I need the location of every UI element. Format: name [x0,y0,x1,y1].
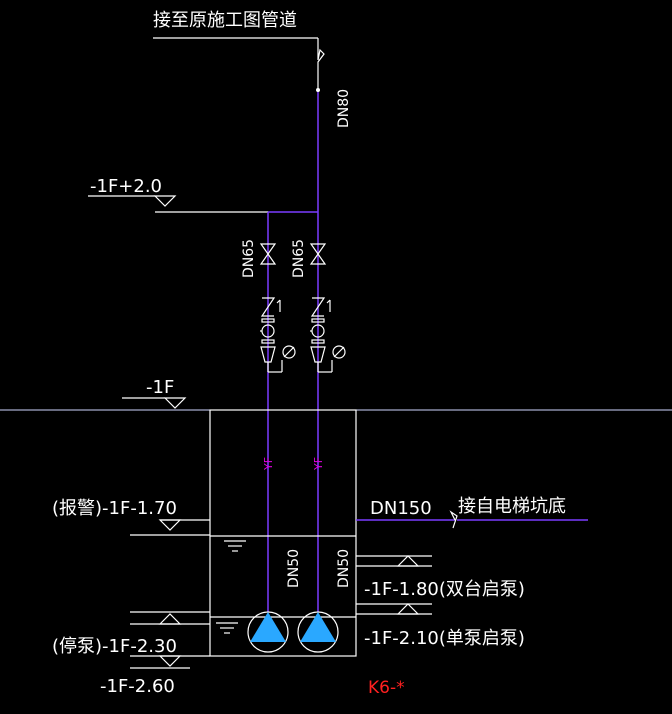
left-pump-pipe-label: DN50 [286,549,302,588]
vf-label-left: YF [262,457,275,471]
level-marker-plus2: -1F+2.0 [88,176,268,213]
level-label-one-pump: -1F-2.10(单泵启泵) [364,628,525,649]
right-branch-label: DN65 [291,239,307,278]
right-pump-pipe-label: DN50 [336,549,352,588]
outlet-note: 接自电梯坑底 [458,496,566,517]
title-note-group: 接至原施工图管道 [153,10,325,90]
level-marker-1f: -1F [122,377,187,409]
level-marker-bottom: -1F-2.60 [100,655,210,697]
level-marker-stop: (停泵)-1F-2.30 [52,611,210,657]
level-label-two-pumps: -1F-1.80(双台启泵) [364,579,525,600]
outlet-label: DN150 [370,498,432,519]
sump-pit [209,409,357,657]
level-marker-alarm: (报警)-1F-1.70 [52,498,210,536]
left-branch-label: DN65 [241,239,257,278]
pit-id: K6-* [368,678,405,698]
left-gate-valve-icon [259,243,277,265]
left-check-valve-icon [260,297,296,373]
level-label-plus2: -1F+2.0 [90,176,162,197]
water-level-icon [224,540,246,552]
right-check-valve-icon [310,297,346,373]
level-marker-one-pump: -1F-2.10(单泵启泵) [356,603,525,649]
outlet-break-icon [449,510,458,529]
level-label-bottom: -1F-2.60 [100,676,175,697]
right-gate-valve-icon [309,243,327,265]
level-label-1f: -1F [146,377,174,398]
level-label-alarm: (报警)-1F-1.70 [52,498,177,519]
break-symbol [317,38,325,90]
riser-node [316,88,320,92]
right-pump-icon [297,611,339,653]
outlet-group: DN150 接自电梯坑底 [356,496,588,529]
vf-label-right: YF [312,457,325,471]
title-note: 接至原施工图管道 [153,10,297,31]
main-riser-label: DN80 [336,89,352,128]
water-level-icon-low [216,622,238,634]
left-pump-icon [247,611,289,653]
level-label-stop: (停泵)-1F-2.30 [52,636,177,657]
level-marker-two-pumps: -1F-1.80(双台启泵) [356,555,525,600]
